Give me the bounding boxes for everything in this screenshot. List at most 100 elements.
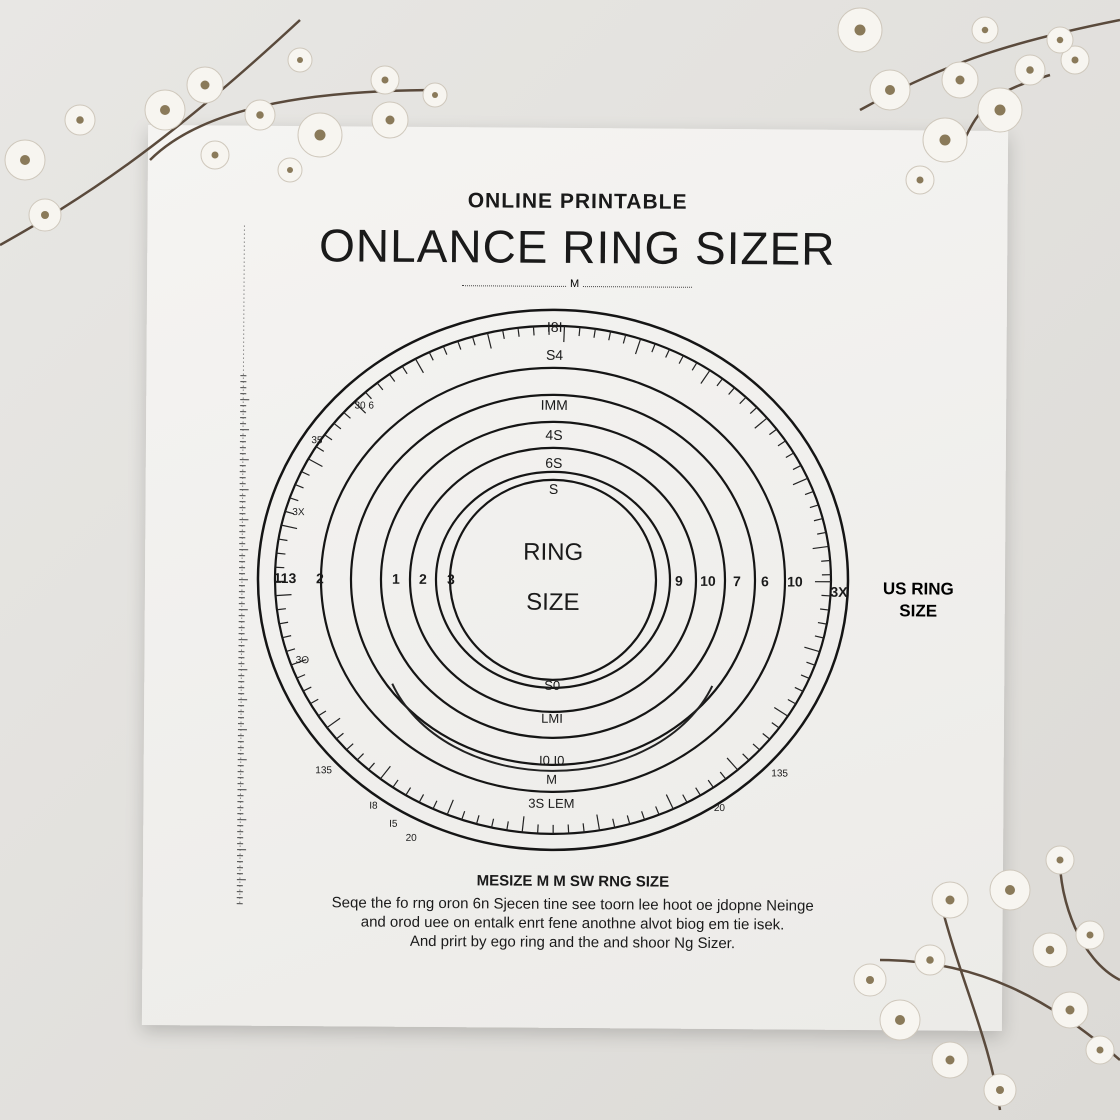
scale-tick — [578, 327, 581, 337]
scale-tick — [752, 743, 761, 751]
center-label: SIZE — [526, 589, 580, 616]
scale-tick — [343, 411, 351, 419]
ruler-line — [239, 225, 245, 906]
scale-tick — [517, 327, 520, 337]
flower-icon — [1051, 991, 1089, 1029]
scale-tick — [388, 373, 396, 382]
scale-tick — [532, 326, 535, 336]
scale-tick — [769, 428, 778, 436]
scale-tick — [754, 417, 768, 429]
top-size-label: I8I — [547, 319, 563, 335]
scale-tick — [612, 818, 616, 828]
scale-tick — [392, 779, 399, 788]
flower-center — [854, 24, 866, 36]
right-size-label: 7 — [733, 573, 741, 589]
flower-center — [1045, 945, 1055, 955]
caption-line: US RING — [882, 579, 954, 599]
scale-tick — [310, 698, 319, 705]
flower-center — [1056, 36, 1064, 44]
scale-tick — [376, 382, 384, 391]
center-label: RING — [523, 539, 583, 566]
scale-tick — [356, 753, 364, 761]
scale-tick — [279, 621, 289, 625]
scale-tick — [333, 422, 342, 430]
branch — [1058, 859, 1120, 982]
scale-tick — [691, 362, 698, 371]
scale-tick — [651, 343, 656, 353]
scale-tick — [814, 635, 824, 639]
scale-tick — [379, 765, 391, 780]
scale-tick — [821, 594, 831, 597]
flower-center — [160, 105, 170, 115]
flower-icon — [4, 139, 46, 181]
right-size-label: 9 — [675, 573, 683, 589]
top-size-label: 4S — [545, 427, 562, 443]
flower-icon — [1060, 45, 1090, 75]
right-size-label: 6 — [761, 573, 769, 589]
scale-tick — [475, 815, 480, 825]
caption-line: SIZE — [899, 601, 938, 621]
flower-center — [297, 57, 303, 63]
flower-center — [256, 111, 264, 119]
flower-icon — [287, 47, 313, 73]
top-size-label: S4 — [546, 347, 563, 363]
scale-tick — [771, 722, 780, 729]
scale-tick — [695, 787, 701, 796]
scale-tick — [622, 334, 627, 344]
scale-label: I8 — [369, 801, 378, 812]
flower-icon — [977, 87, 1023, 133]
printable-sheet: ONLINE PRINTABLE ONLANCE RING SIZER M RI… — [141, 125, 1009, 1031]
flower-center — [200, 80, 210, 90]
scale-tick — [787, 698, 797, 705]
flower-icon — [971, 16, 999, 44]
flower-center — [41, 211, 49, 219]
scale-tick — [502, 329, 505, 339]
bottom-size-label: M — [546, 772, 557, 787]
scale-tick — [700, 370, 711, 384]
flower-center — [996, 1086, 1004, 1094]
right-size-label: 3X — [830, 584, 848, 600]
scale-tick — [567, 824, 570, 834]
scale-tick — [777, 440, 786, 447]
scale-tick — [804, 490, 814, 496]
scale-tick — [353, 401, 367, 414]
scale-tick — [336, 732, 344, 740]
scale-label: 3X — [292, 507, 305, 518]
flower-icon — [1032, 932, 1068, 968]
scale-tick — [773, 707, 789, 717]
scale-tick — [794, 686, 804, 692]
scale-tick — [324, 434, 333, 441]
flower-icon — [869, 69, 911, 111]
scale-tick — [275, 594, 292, 597]
scale-tick — [401, 365, 408, 375]
flower-icon — [1085, 1035, 1115, 1065]
scale-label: 20 — [406, 833, 418, 844]
scale-tick — [813, 517, 823, 522]
flower-icon — [931, 1041, 969, 1079]
scale-tick — [800, 674, 810, 679]
scale-tick — [418, 794, 425, 803]
scale-tick — [804, 646, 820, 653]
left-size-label: 113 — [274, 570, 297, 586]
scale-tick — [506, 821, 509, 831]
scale-label: 135 — [315, 765, 332, 776]
scale-tick — [521, 816, 525, 833]
inner-arc — [391, 683, 714, 772]
scale-tick — [719, 771, 727, 780]
flower-icon — [64, 104, 96, 136]
flower-center — [994, 104, 1006, 116]
flower-center — [1071, 56, 1079, 64]
scale-tick — [728, 387, 735, 395]
scale-tick — [294, 483, 304, 489]
flower-center — [981, 26, 989, 34]
branch — [859, 18, 1120, 112]
scale-tick — [792, 464, 802, 471]
scale-tick — [302, 686, 312, 692]
scale-tick — [296, 674, 306, 679]
scale-tick — [346, 743, 354, 751]
flower-center — [1026, 66, 1034, 74]
scale-tick — [678, 355, 684, 364]
left-size-label: 2 — [419, 571, 427, 587]
scale-tick — [762, 733, 771, 740]
flower-icon — [186, 66, 224, 104]
